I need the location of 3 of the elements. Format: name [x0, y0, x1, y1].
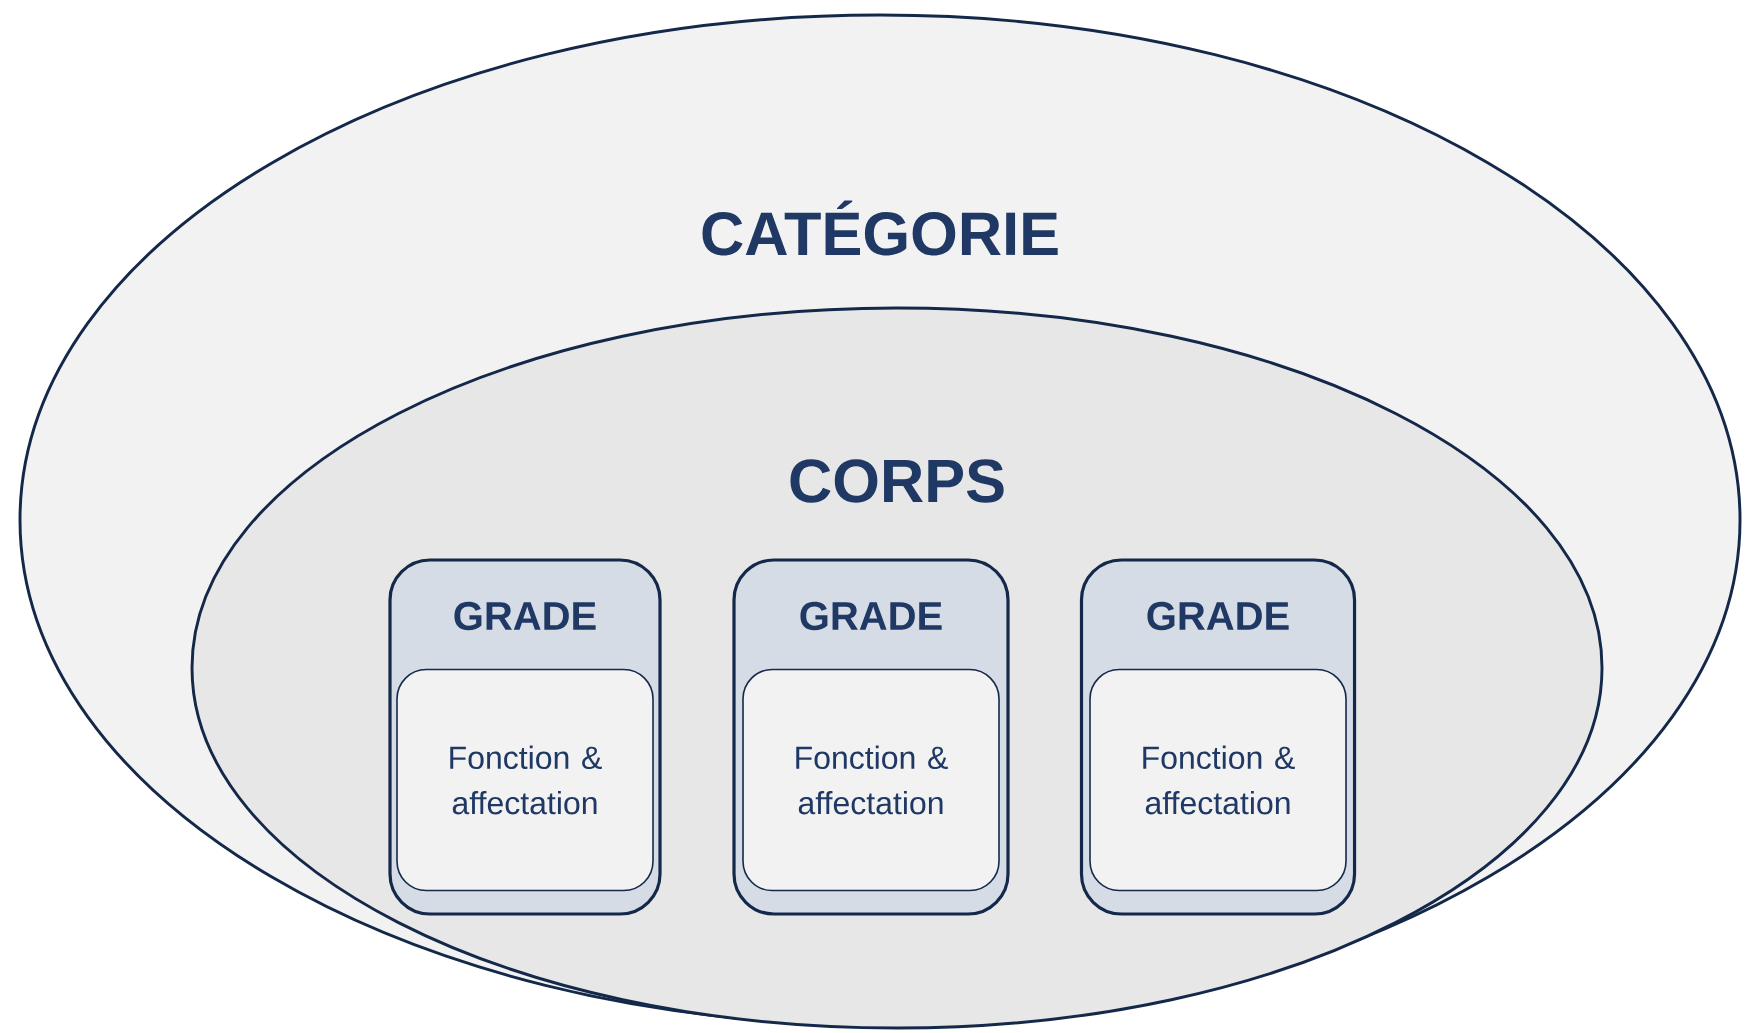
function-box: Fonction & affectation — [1089, 668, 1347, 892]
function-box: Fonction & affectation — [396, 668, 654, 892]
function-box: Fonction & affectation — [742, 668, 1000, 892]
